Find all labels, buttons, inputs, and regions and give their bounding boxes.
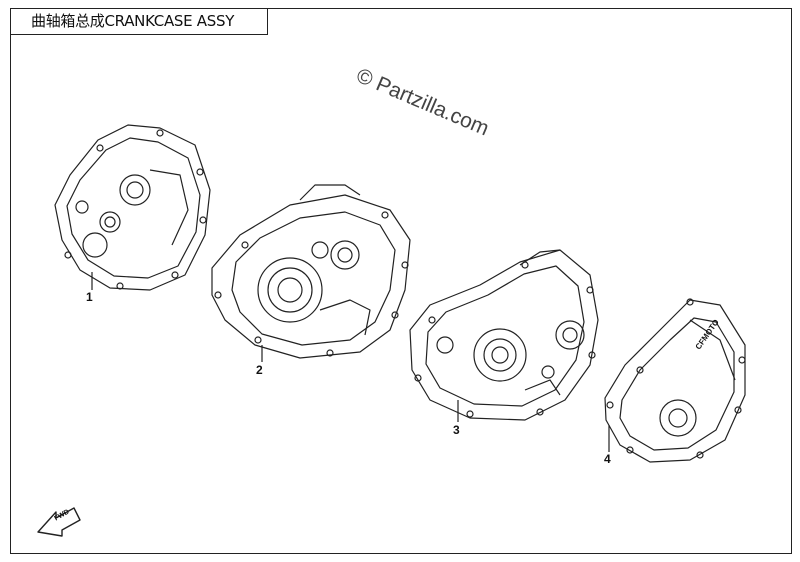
part-4-cover-drawing [604,298,746,463]
part-2-crankcase-drawing [211,184,411,362]
callout-1: 1 [86,290,93,304]
forward-direction-arrow [37,507,81,537]
part-1-cover-drawing [54,124,211,291]
part-3-crankcase-drawing [409,249,599,422]
diagram-frame [10,8,792,554]
diagram-title: 曲轴箱总成CRANKCASE ASSY [10,8,268,35]
callout-4: 4 [604,452,611,466]
callout-2: 2 [256,363,263,377]
callout-3: 3 [453,423,460,437]
